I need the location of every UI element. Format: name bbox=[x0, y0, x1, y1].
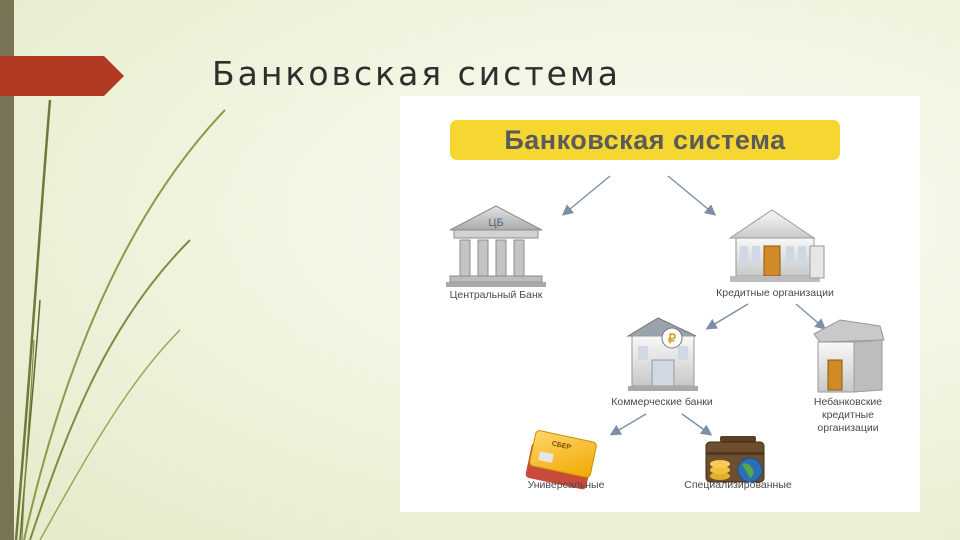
label-specialized: Специализированные bbox=[678, 479, 798, 492]
diagram-artwork: ЦБ ₽ bbox=[400, 96, 920, 512]
central-bank-sign: ЦБ bbox=[488, 217, 503, 229]
arrow-to-specialized bbox=[682, 414, 710, 434]
arrow-to-commercial-banks bbox=[708, 304, 748, 328]
ruble-sign: ₽ bbox=[668, 331, 677, 346]
banking-system-diagram: Банковская система bbox=[400, 96, 920, 512]
credit-orgs-icon bbox=[730, 210, 824, 282]
label-universal: Универсальные bbox=[518, 479, 614, 492]
arrow-to-non-bank bbox=[796, 304, 824, 328]
central-bank-icon: ЦБ bbox=[446, 206, 546, 287]
arrow-to-credit-orgs bbox=[668, 176, 714, 214]
label-credit-orgs: Кредитные организации bbox=[700, 287, 850, 300]
commercial-bank-icon: ₽ bbox=[628, 318, 698, 391]
label-commercial-banks: Коммерческие банки bbox=[600, 396, 724, 409]
label-non-bank-line3: организации bbox=[800, 422, 896, 435]
arrow-to-universal bbox=[612, 414, 646, 434]
slide-title: Банковская система bbox=[212, 54, 621, 93]
arrow-to-central-bank bbox=[564, 176, 610, 214]
title-marker bbox=[0, 56, 124, 96]
label-non-bank-line2: кредитные bbox=[800, 409, 896, 422]
label-central-bank: Центральный Банк bbox=[440, 289, 552, 302]
label-non-bank-line1: Небанковские bbox=[800, 396, 896, 409]
non-bank-icon bbox=[814, 320, 884, 392]
specialized-briefcase-icon bbox=[706, 436, 764, 482]
